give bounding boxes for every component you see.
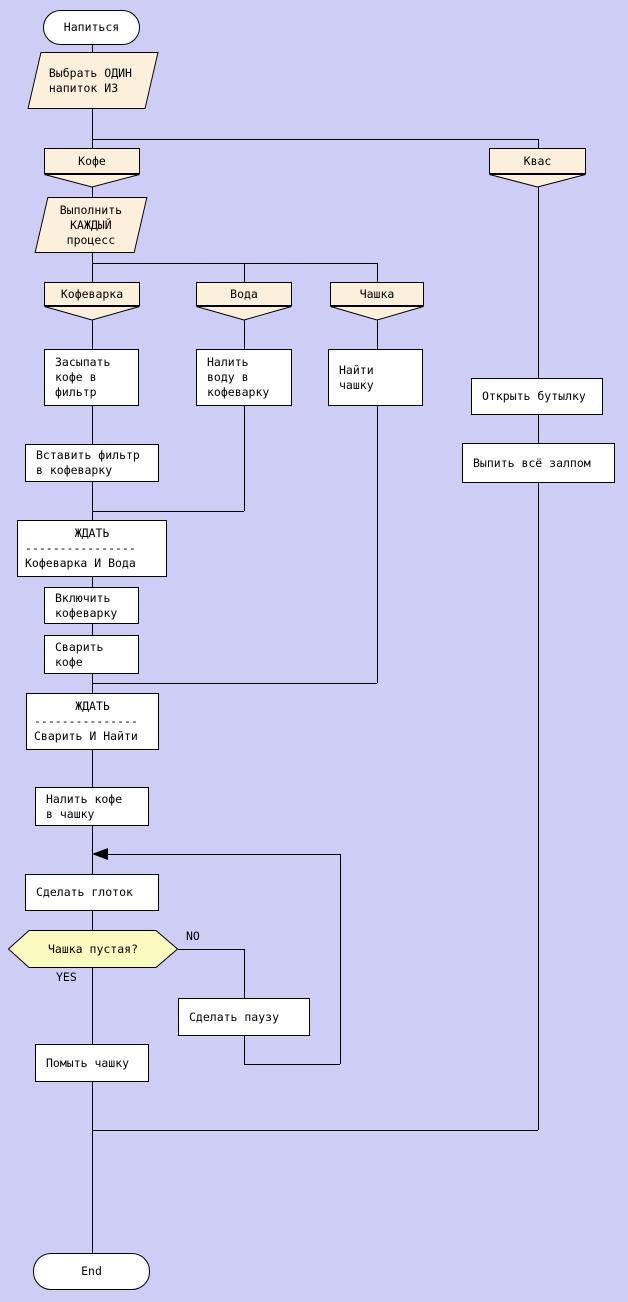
connector-line bbox=[377, 406, 378, 683]
connector-line bbox=[92, 511, 244, 512]
pennant-icon bbox=[44, 306, 140, 321]
connector-line bbox=[244, 1036, 245, 1064]
action-pour-water-into-maker: Налить воду в кофеварку bbox=[196, 349, 292, 406]
action-pour-coffee-into-cup: Налить кофе в чашку bbox=[35, 787, 149, 826]
end-terminal: End bbox=[33, 1253, 150, 1290]
action-find-cup: Найти чашку bbox=[328, 349, 423, 406]
connector-line bbox=[92, 45, 93, 52]
connector-line bbox=[538, 187, 539, 378]
no-branch-line bbox=[244, 949, 245, 998]
action-open-bottle: Открыть бутылку bbox=[471, 378, 603, 415]
wait-brew-and-find: ЖДАТЬ --------------- Сварить И Найти bbox=[26, 693, 159, 750]
no-branch-label: NO bbox=[186, 929, 200, 943]
connector-line bbox=[538, 415, 539, 443]
wait-coffee-maker-and-water: ЖДАТЬ ---------------- Кофеварка И Вода bbox=[17, 520, 167, 577]
pennant-icon bbox=[330, 306, 424, 321]
connector-line bbox=[92, 253, 93, 282]
loopback-arrowhead-icon bbox=[92, 848, 108, 860]
branch-cup-label: Чашка bbox=[330, 282, 424, 306]
wait-title: ЖДАТЬ bbox=[74, 526, 110, 540]
connector-line bbox=[92, 577, 93, 587]
decision-cup-empty-label: Чашка пустая? bbox=[47, 941, 138, 956]
start-terminal: Напиться bbox=[43, 10, 140, 45]
connector-line bbox=[92, 320, 93, 349]
wait-divider: ---------------- bbox=[25, 541, 136, 555]
connector-line bbox=[92, 911, 93, 930]
connector-line bbox=[92, 109, 93, 148]
branch-coffee-maker-label: Кофеварка bbox=[44, 282, 140, 306]
connector-line bbox=[92, 1082, 93, 1253]
connector-line bbox=[92, 263, 377, 264]
branch-header-cup: Чашка bbox=[330, 282, 424, 321]
branch-header-water: Вода bbox=[196, 282, 292, 321]
action-take-a-sip: Сделать глоток bbox=[25, 874, 159, 911]
action-put-coffee-in-filter: Засыпать кофе в фильтр bbox=[44, 349, 139, 406]
action-drink-all-at-once: Выпить всё залпом bbox=[462, 443, 615, 483]
connector-line bbox=[92, 683, 377, 684]
action-insert-filter: Вставить фильтр в кофеварку bbox=[25, 444, 159, 482]
connector-line bbox=[377, 263, 378, 282]
yes-branch-label: YES bbox=[56, 970, 77, 984]
choose-drink-label: Выбрать ОДИН напиток ИЗ bbox=[49, 65, 133, 95]
connector-line bbox=[92, 187, 93, 197]
connector-line bbox=[244, 263, 245, 282]
connector-line bbox=[538, 483, 539, 1130]
choose-drink-parallelogram: Выбрать ОДИН напиток ИЗ bbox=[27, 52, 159, 109]
decision-cup-empty: Чашка пустая? bbox=[8, 930, 178, 968]
pennant-icon bbox=[44, 174, 140, 188]
branch-coffee-label: Кофе bbox=[44, 148, 140, 174]
action-brew-coffee: Сварить кофе bbox=[44, 635, 139, 674]
end-label: End bbox=[81, 1264, 102, 1278]
connector-line bbox=[244, 406, 245, 511]
hexagon-icon bbox=[8, 930, 178, 968]
loopback-line bbox=[108, 854, 340, 855]
start-label: Напиться bbox=[63, 20, 120, 34]
loopback-line bbox=[340, 854, 341, 1064]
wait-title: ЖДАТЬ bbox=[75, 699, 110, 713]
connector-line bbox=[92, 139, 539, 140]
connector-line bbox=[244, 320, 245, 349]
action-turn-on-maker: Включить кофеварку bbox=[44, 587, 139, 624]
action-wash-cup: Помыть чашку bbox=[35, 1044, 149, 1082]
branch-header-coffee-maker: Кофеварка bbox=[44, 282, 140, 321]
action-make-a-pause: Сделать паузу bbox=[178, 998, 310, 1036]
connector-line bbox=[92, 750, 93, 787]
no-branch-line bbox=[178, 949, 244, 950]
run-each-process-parallelogram: Выполнить КАЖДЫЙ процесс bbox=[34, 197, 148, 253]
wait-condition: Кофеварка И Вода bbox=[25, 556, 136, 570]
pennant-icon bbox=[489, 174, 586, 188]
connector-line bbox=[377, 320, 378, 349]
pennant-icon bbox=[196, 306, 292, 321]
connector-line bbox=[92, 624, 93, 635]
branch-kvass-label: Квас bbox=[489, 148, 586, 174]
branch-water-label: Вода bbox=[196, 282, 292, 306]
loopback-line bbox=[244, 1064, 340, 1065]
connector-line bbox=[92, 1130, 538, 1131]
connector-line bbox=[92, 482, 93, 520]
connector-line bbox=[92, 674, 93, 693]
branch-header-kvass: Квас bbox=[489, 148, 586, 188]
run-each-process-label: Выполнить КАЖДЫЙ процесс bbox=[59, 202, 123, 247]
yes-branch-line bbox=[92, 968, 93, 1044]
wait-condition: Сварить И Найти bbox=[34, 729, 138, 743]
branch-header-coffee: Кофе bbox=[44, 148, 140, 188]
wait-divider: --------------- bbox=[34, 714, 138, 728]
connector-line bbox=[92, 406, 93, 444]
connector-line bbox=[538, 139, 539, 148]
